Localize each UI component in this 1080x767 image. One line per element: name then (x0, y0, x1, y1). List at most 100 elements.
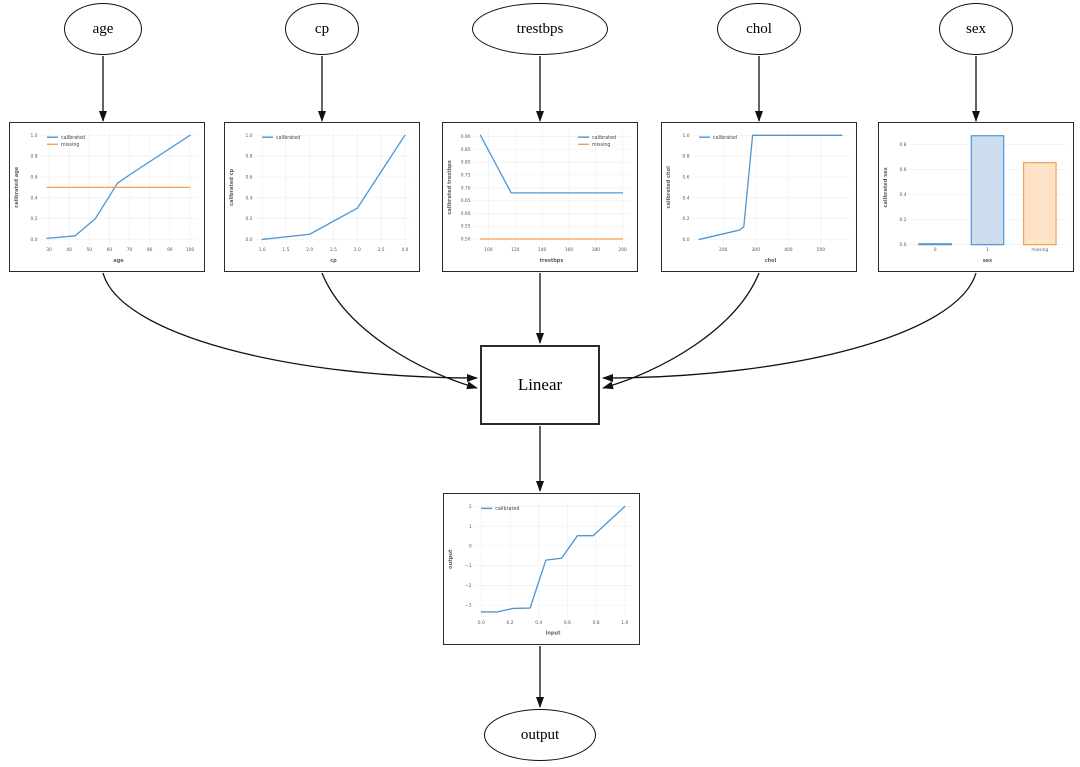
svg-text:2.5: 2.5 (330, 247, 337, 253)
series-calibrated (698, 134, 843, 241)
svg-text:100: 100 (186, 247, 195, 253)
svg-text:0.8: 0.8 (900, 142, 907, 148)
input-node-age-label: age (92, 20, 114, 37)
series-calibrated (46, 134, 191, 240)
svg-text:300: 300 (752, 247, 761, 253)
svg-text:0.0: 0.0 (246, 237, 253, 243)
bar-1 (970, 135, 1005, 246)
svg-text:0.85: 0.85 (461, 147, 471, 153)
y-tick-labels: 0.00.20.40.60.8 (900, 142, 907, 248)
svg-text:0.70: 0.70 (461, 185, 471, 191)
legend-label-calibrated: calibrated (495, 506, 519, 512)
legend-label-calibrated: calibrated (592, 135, 616, 141)
x-axis-label: cp (330, 258, 337, 264)
svg-text:1.5: 1.5 (282, 247, 289, 253)
svg-text:0.4: 0.4 (246, 195, 253, 201)
svg-text:400: 400 (784, 247, 793, 253)
x-tick-labels: 0 1 missing (934, 247, 1049, 253)
linear-node: Linear (480, 345, 600, 425)
output-node-label: output (520, 726, 560, 743)
x-axis-label: age (113, 258, 124, 264)
svg-text:0.8: 0.8 (683, 154, 690, 160)
y-tick-labels: 0.00.20.40.60.81.0 (246, 133, 253, 243)
svg-text:0.80: 0.80 (461, 160, 471, 166)
svg-text:3.5: 3.5 (378, 247, 385, 253)
svg-text:1.0: 1.0 (683, 133, 690, 139)
bar-missing (1023, 162, 1057, 246)
svg-text:missing: missing (1031, 247, 1048, 253)
x-axis-label: chol (765, 258, 777, 264)
svg-text:0.8: 0.8 (31, 154, 38, 160)
svg-text:0.6: 0.6 (564, 620, 571, 626)
svg-text:0.2: 0.2 (246, 216, 253, 222)
gridlines (255, 130, 412, 245)
svg-text:0.75: 0.75 (461, 172, 471, 178)
y-axis-label: calibrated sex (883, 166, 889, 207)
svg-text:0.60: 0.60 (461, 211, 471, 217)
svg-text:60: 60 (107, 247, 113, 253)
series-calibrated (261, 134, 406, 241)
bar-0 (918, 243, 952, 246)
gridlines (692, 130, 849, 245)
input-node-trestbps: trestbps (472, 3, 608, 55)
input-node-cp: cp (285, 3, 359, 55)
svg-text:90: 90 (167, 247, 173, 253)
legend-label-calibrated: calibrated (713, 135, 737, 141)
legend: calibrated (262, 135, 300, 141)
bars (918, 135, 1057, 246)
y-axis-label: calibrated chol (666, 166, 672, 209)
svg-text:1.0: 1.0 (259, 247, 266, 253)
svg-text:120: 120 (511, 247, 520, 253)
svg-text:3.0: 3.0 (354, 247, 361, 253)
legend-label-calibrated: calibrated (276, 135, 300, 141)
svg-text:0.4: 0.4 (31, 195, 38, 201)
svg-text:200: 200 (618, 247, 627, 253)
svg-text:100: 100 (484, 247, 493, 253)
input-node-chol: chol (717, 3, 801, 55)
legend-label-missing: missing (592, 142, 610, 148)
svg-text:−3: −3 (465, 603, 472, 609)
input-node-sex-label: sex (966, 20, 986, 37)
svg-text:1.0: 1.0 (621, 620, 628, 626)
output-node: output (484, 709, 596, 761)
svg-text:30: 30 (46, 247, 52, 253)
svg-text:0.0: 0.0 (478, 620, 485, 626)
y-tick-labels: 0.00.20.40.60.81.0 (683, 133, 690, 243)
x-axis-label: input (546, 631, 561, 637)
svg-text:0.2: 0.2 (683, 216, 690, 222)
svg-text:0.2: 0.2 (507, 620, 514, 626)
svg-text:0.0: 0.0 (31, 237, 38, 243)
svg-text:1: 1 (469, 524, 472, 530)
svg-text:0.2: 0.2 (900, 217, 907, 223)
svg-text:50: 50 (87, 247, 93, 253)
edge-age-plot-to-linear (102, 272, 478, 382)
svg-text:1: 1 (986, 247, 989, 253)
svg-text:0.4: 0.4 (535, 620, 542, 626)
svg-text:0.0: 0.0 (683, 237, 690, 243)
linear-node-label: Linear (517, 375, 563, 394)
y-axis-label: calibrated trestbps (447, 160, 453, 215)
edge-chol-plot-to-linear (602, 272, 760, 390)
edge-sex-plot-to-linear (602, 272, 977, 382)
svg-text:0.2: 0.2 (31, 216, 38, 222)
input-node-trestbps-label: trestbps (516, 20, 564, 37)
svg-text:0: 0 (934, 247, 937, 253)
input-node-cp-label: cp (314, 20, 330, 37)
svg-text:0.4: 0.4 (683, 195, 690, 201)
legend: calibrated (699, 135, 737, 141)
